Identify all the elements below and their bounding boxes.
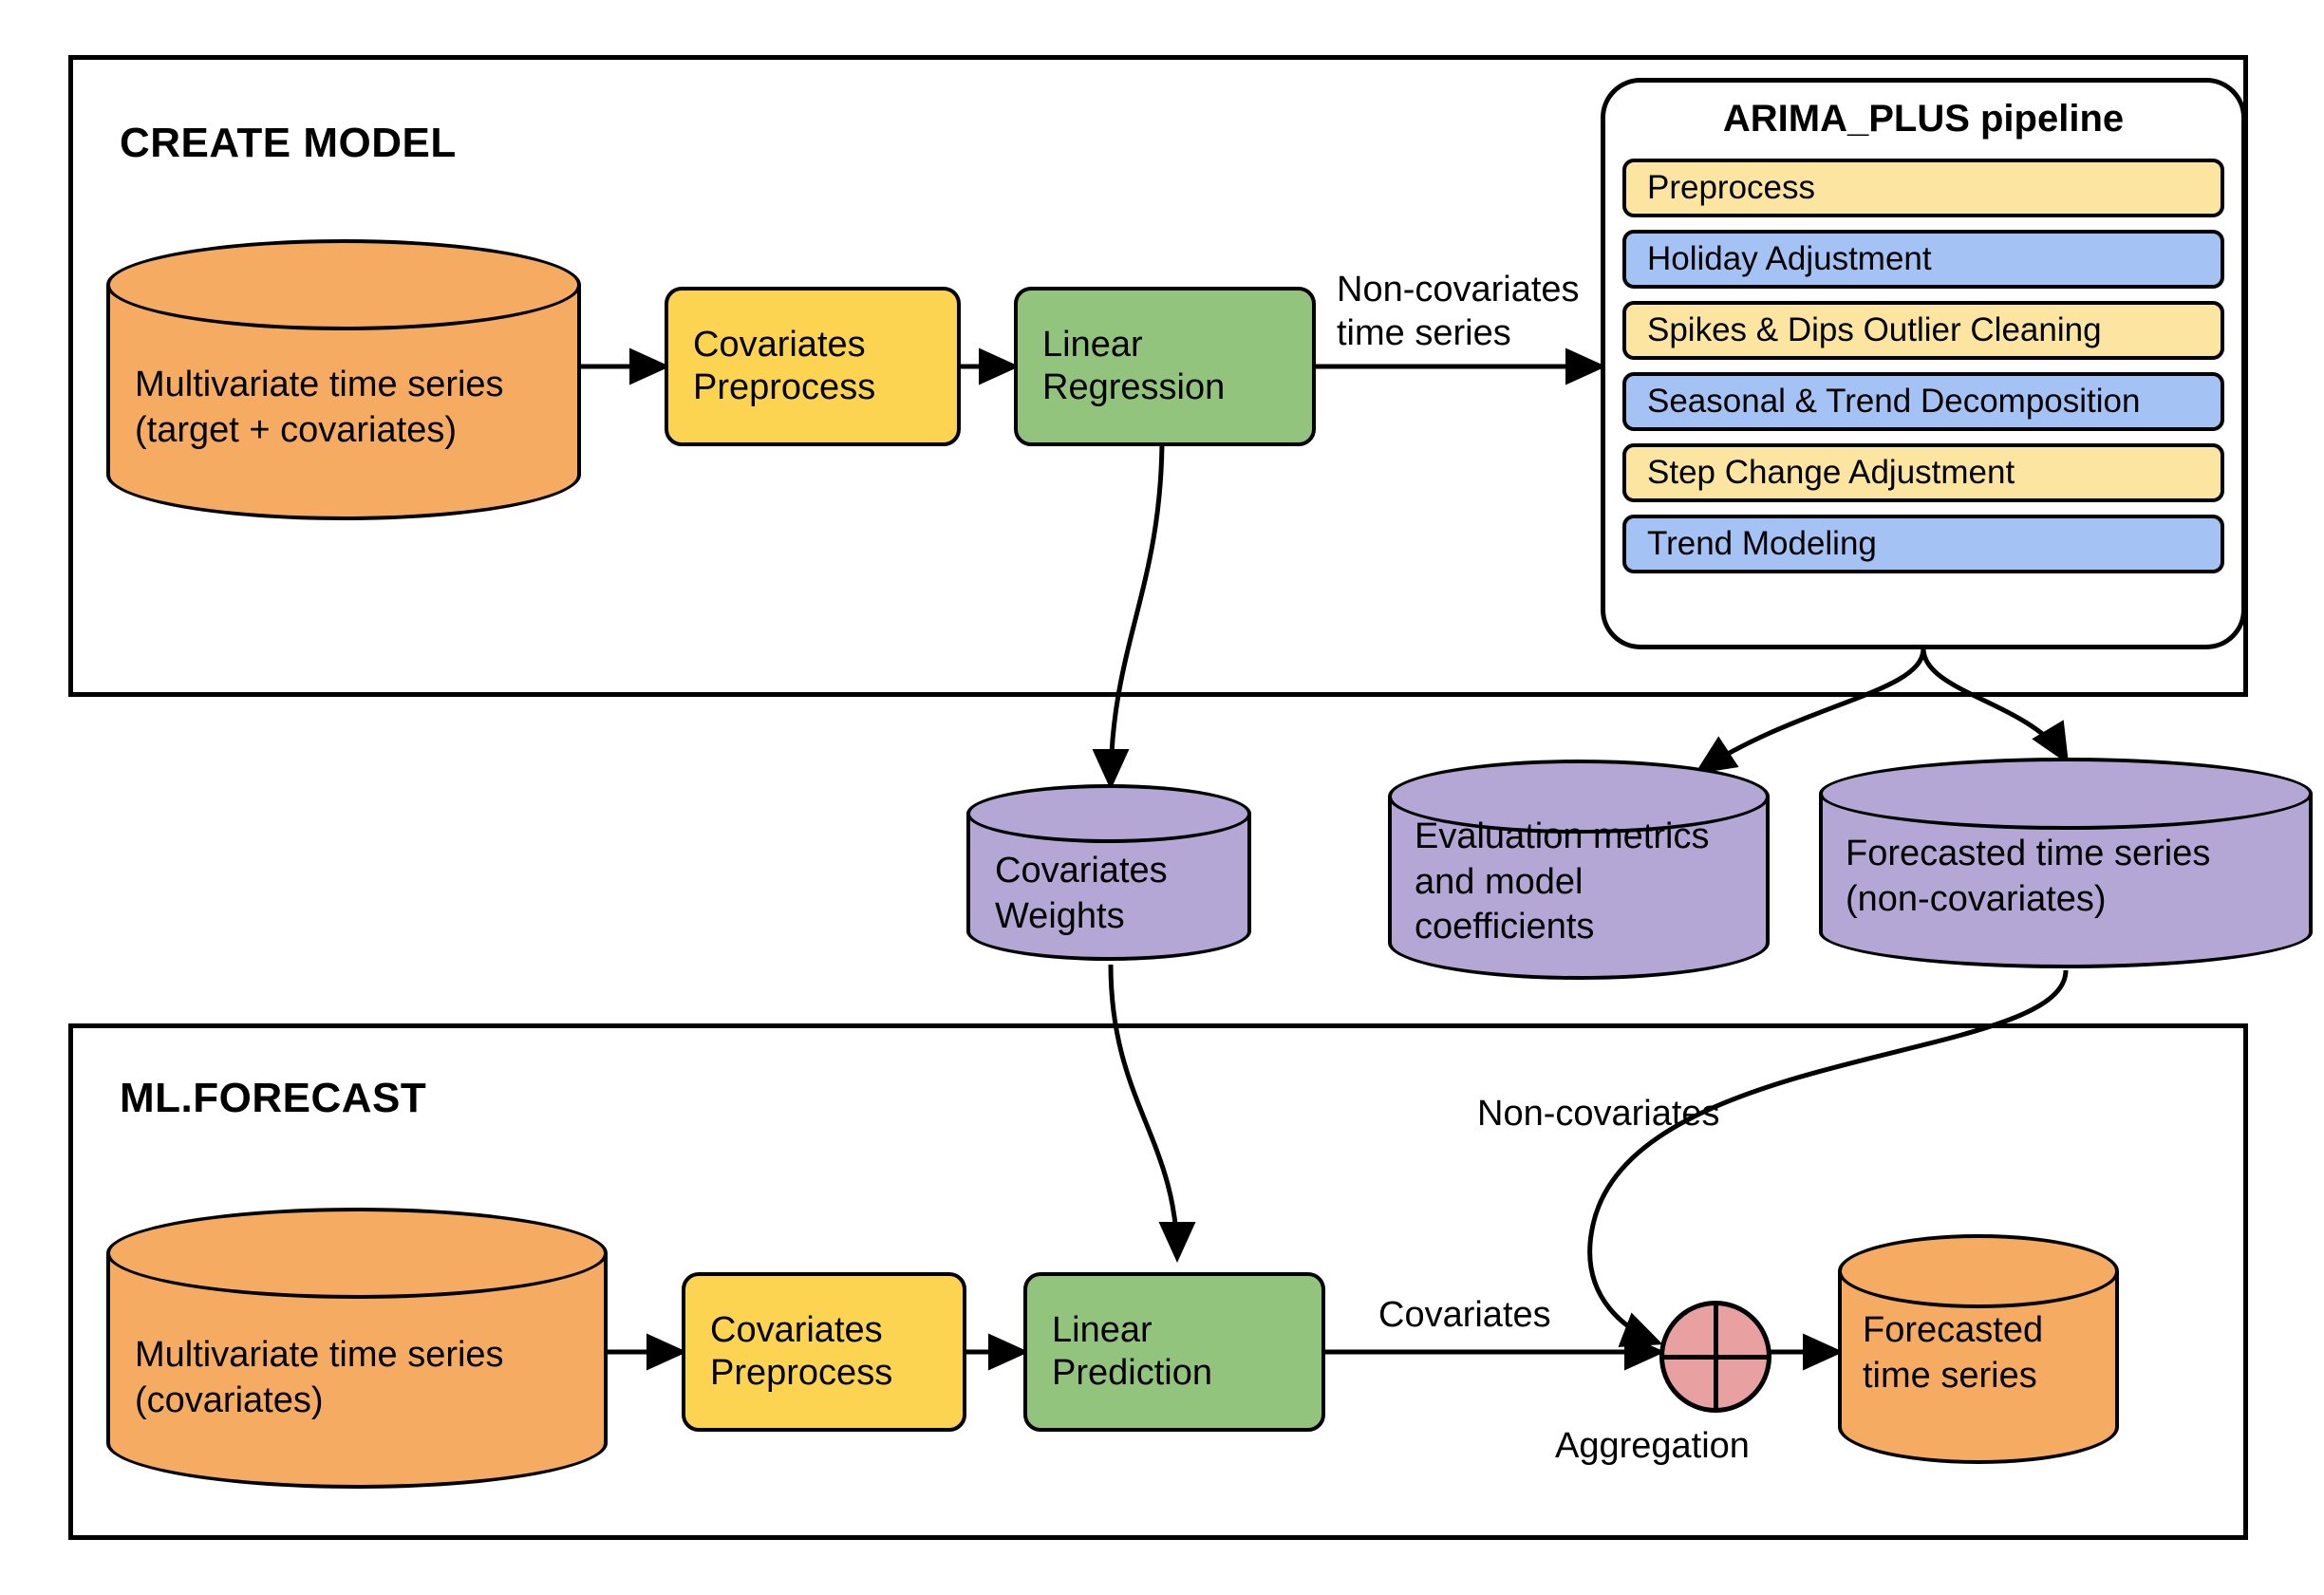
store-label: Multivariate time series (target + covar… xyxy=(135,365,504,450)
pipeline-step-label: Holiday Adjustment xyxy=(1647,240,1932,277)
cylinder-top xyxy=(106,239,581,330)
pipeline-step-1[interactable]: Holiday Adjustment xyxy=(1622,230,2224,289)
create-model-title: CREATE MODEL xyxy=(120,120,457,166)
pipeline-step-4[interactable]: Step Change Adjustment xyxy=(1622,443,2224,502)
store-label: Covariates Weights xyxy=(995,851,1168,936)
pipeline-step-label: Preprocess xyxy=(1647,169,1816,206)
pipeline-step-label: Seasonal & Trend Decomposition xyxy=(1647,383,2141,420)
store-label: Forecasted time series xyxy=(1863,1310,2044,1396)
store-covariates-weights: Covariates Weights xyxy=(966,784,1251,965)
store-label: Forecasted time series (non-covariates) xyxy=(1846,834,2211,919)
store-evaluation-metrics: Evaluation metrics and model coefficient… xyxy=(1388,760,1770,984)
linear-prediction-label: Linear Prediction xyxy=(1052,1310,1212,1393)
ml-forecast-frame xyxy=(68,1023,2248,1540)
pipeline-step-2[interactable]: Spikes & Dips Outlier Cleaning xyxy=(1622,301,2224,360)
aggregation-node[interactable] xyxy=(1659,1301,1771,1413)
store-label: Multivariate time series (covariates) xyxy=(135,1335,504,1420)
store-forecasted-time-series: Forecasted time series xyxy=(1838,1234,2119,1468)
cylinder-top xyxy=(1819,758,2313,830)
aggregation-label: Aggregation xyxy=(1555,1426,1750,1466)
covariates-preprocess-box[interactable]: Covariates Preprocess xyxy=(665,287,961,446)
linear-regression-box[interactable]: Linear Regression xyxy=(1014,287,1316,446)
store-multivariate-target-covariates: Multivariate time series (target + covar… xyxy=(106,239,581,524)
pipeline-title: ARIMA_PLUS pipeline xyxy=(1722,98,2125,140)
store-label: Evaluation metrics and model coefficient… xyxy=(1415,816,1710,947)
pipeline-step-3[interactable]: Seasonal & Trend Decomposition xyxy=(1622,372,2224,431)
store-forecasted-non-covariates: Forecasted time series (non-covariates) xyxy=(1819,758,2313,970)
pipeline-step-label: Spikes & Dips Outlier Cleaning xyxy=(1647,311,2102,348)
pipeline-step-label: Step Change Adjustment xyxy=(1647,454,2015,491)
linear-regression-label: Linear Regression xyxy=(1042,325,1226,407)
pipeline-step-0[interactable]: Preprocess xyxy=(1622,159,2224,217)
cylinder-top xyxy=(966,784,1251,843)
ml-forecast-title: ML.FORECAST xyxy=(120,1075,427,1121)
covariates-preprocess-label: Covariates Preprocess xyxy=(693,325,876,407)
edge-label-non-covariates: Non-covariates xyxy=(1477,1094,1720,1134)
aggregation-horizontal-bar xyxy=(1662,1354,1769,1360)
edge-label-non-covariates-time-series: Non-covariates time series xyxy=(1337,270,1580,354)
cylinder-top xyxy=(106,1208,608,1299)
cylinder-top xyxy=(1838,1234,2119,1308)
cylinder-top xyxy=(1388,760,1770,834)
pipeline-step-5[interactable]: Trend Modeling xyxy=(1622,515,2224,573)
fc-covariates-preprocess-label: Covariates Preprocess xyxy=(710,1310,893,1393)
pipeline-step-label: Trend Modeling xyxy=(1647,525,1877,562)
linear-prediction-box[interactable]: Linear Prediction xyxy=(1023,1272,1325,1432)
edge-label-covariates: Covariates xyxy=(1378,1295,1551,1335)
fc-covariates-preprocess-box[interactable]: Covariates Preprocess xyxy=(682,1272,966,1432)
store-multivariate-covariates: Multivariate time series (covariates) xyxy=(106,1208,608,1492)
